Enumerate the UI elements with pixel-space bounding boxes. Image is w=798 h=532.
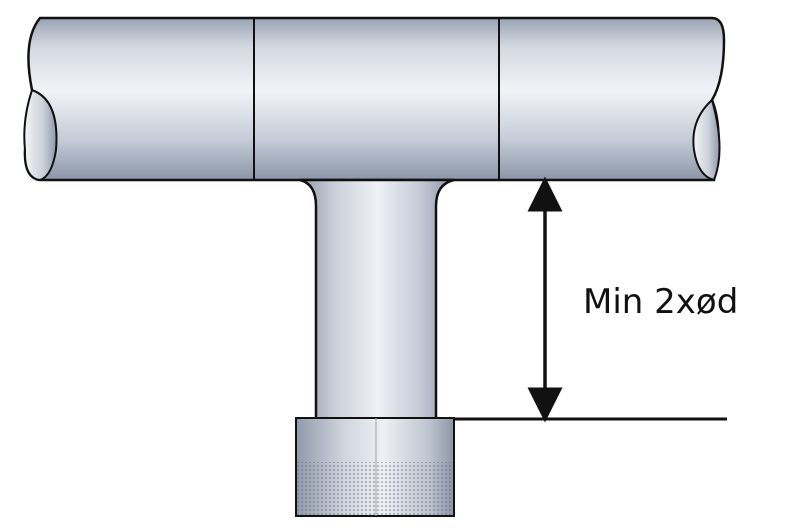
dimension-label: Min 2xød (583, 282, 738, 322)
branch-pipe (299, 178, 455, 422)
end-cap (295, 417, 455, 517)
main-pipe (23, 16, 726, 182)
branch-pipe-body (299, 178, 455, 422)
end-cap-knurling (297, 462, 453, 515)
main-pipe-right-end-cut (692, 98, 721, 182)
main-pipe-body (23, 16, 726, 182)
main-pipe-left-end-cut (23, 88, 58, 182)
